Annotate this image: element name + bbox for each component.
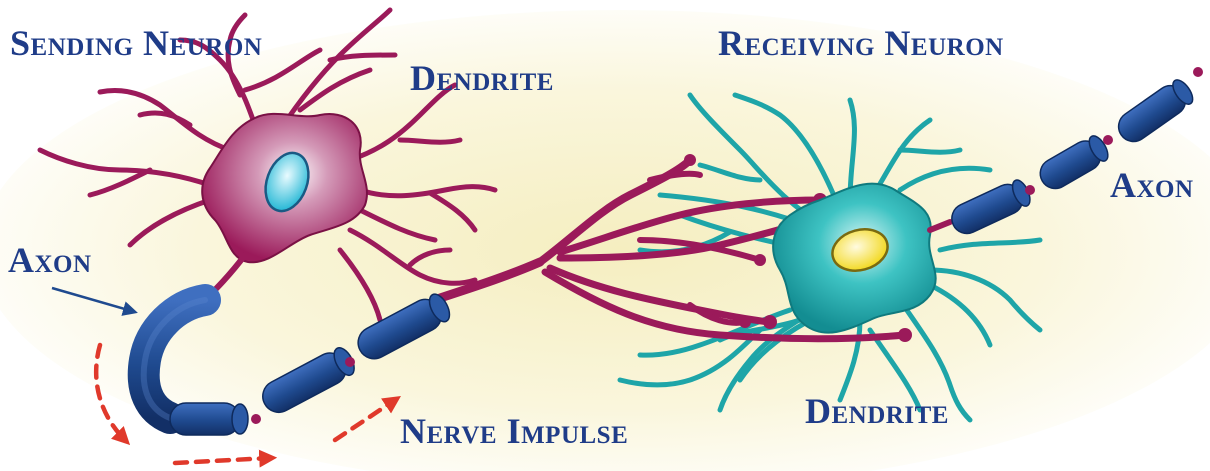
label-axon-right: Axon — [1110, 165, 1194, 205]
label-dendrite-bottom: Dendrite — [805, 391, 949, 431]
label-nerve-impulse: Nerve Impulse — [400, 411, 628, 451]
label-dendrite-top: Dendrite — [410, 58, 554, 98]
label-receiving-neuron: Receiving Neuron — [718, 23, 1004, 63]
label-axon-left: Axon — [8, 240, 92, 280]
label-sending-neuron: Sending Neuron — [10, 23, 262, 63]
